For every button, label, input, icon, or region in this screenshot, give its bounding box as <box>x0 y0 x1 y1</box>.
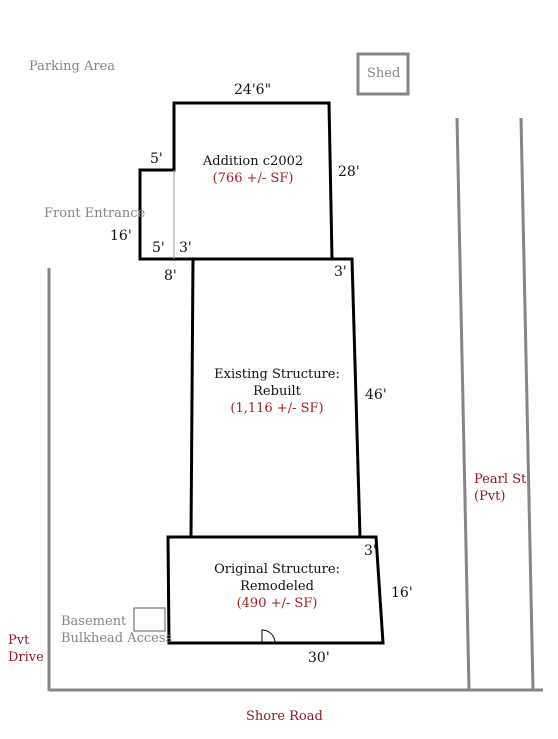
shed-outline <box>356 52 410 96</box>
dim-entrance-step: 3' <box>179 240 192 256</box>
dim-existing-top-right: 3' <box>334 264 347 280</box>
original-title-line1: Original Structure: <box>214 562 340 577</box>
dim-original-top-right: 3' <box>364 543 377 559</box>
shore-road-label: Shore Road <box>246 709 323 724</box>
door-swing <box>261 629 276 644</box>
dim-entrance-left: 16' <box>110 228 132 244</box>
original-area: (490 +/- SF) <box>236 596 318 611</box>
bulkhead-box <box>133 607 166 632</box>
shed-label: Shed <box>367 66 401 81</box>
pvt-drive-label-line2: Drive <box>8 650 44 665</box>
parking-area-label: Parking Area <box>29 59 116 74</box>
original-structure-outline <box>166 535 385 645</box>
addition-area: (766 +/- SF) <box>212 171 294 186</box>
original-title-line2: Remodeled <box>240 579 314 594</box>
dim-entrance-top: 5' <box>150 151 163 167</box>
dim-existing-top-left: 8' <box>164 268 177 284</box>
pearl-st-left-line <box>455 117 471 691</box>
basement-label-line1: Basement <box>61 614 127 629</box>
existing-title-line1: Existing Structure: <box>214 367 340 382</box>
existing-title-line2: Rebuilt <box>253 384 301 399</box>
pvt-drive-label-line1: Pvt <box>8 633 30 648</box>
existing-area: (1,116 +/- SF) <box>230 401 324 416</box>
dim-entrance-bottom: 5' <box>152 240 165 256</box>
pearl-st-label-line1: Pearl St <box>474 472 527 487</box>
dim-addition-top: 24'6" <box>234 82 272 98</box>
basement-label-line2: Bulkhead Access <box>61 631 173 646</box>
pearl-st-label-line2: (Pvt) <box>474 489 506 504</box>
front-entrance-label: Front Entrance <box>44 206 146 221</box>
pearl-st-right-line <box>519 117 535 691</box>
dim-original-right: 16' <box>391 585 413 601</box>
dim-original-bottom: 30' <box>308 650 330 666</box>
dim-existing-right: 46' <box>365 387 387 403</box>
addition-title: Addition c2002 <box>202 154 304 169</box>
dim-addition-right: 28' <box>338 164 360 180</box>
